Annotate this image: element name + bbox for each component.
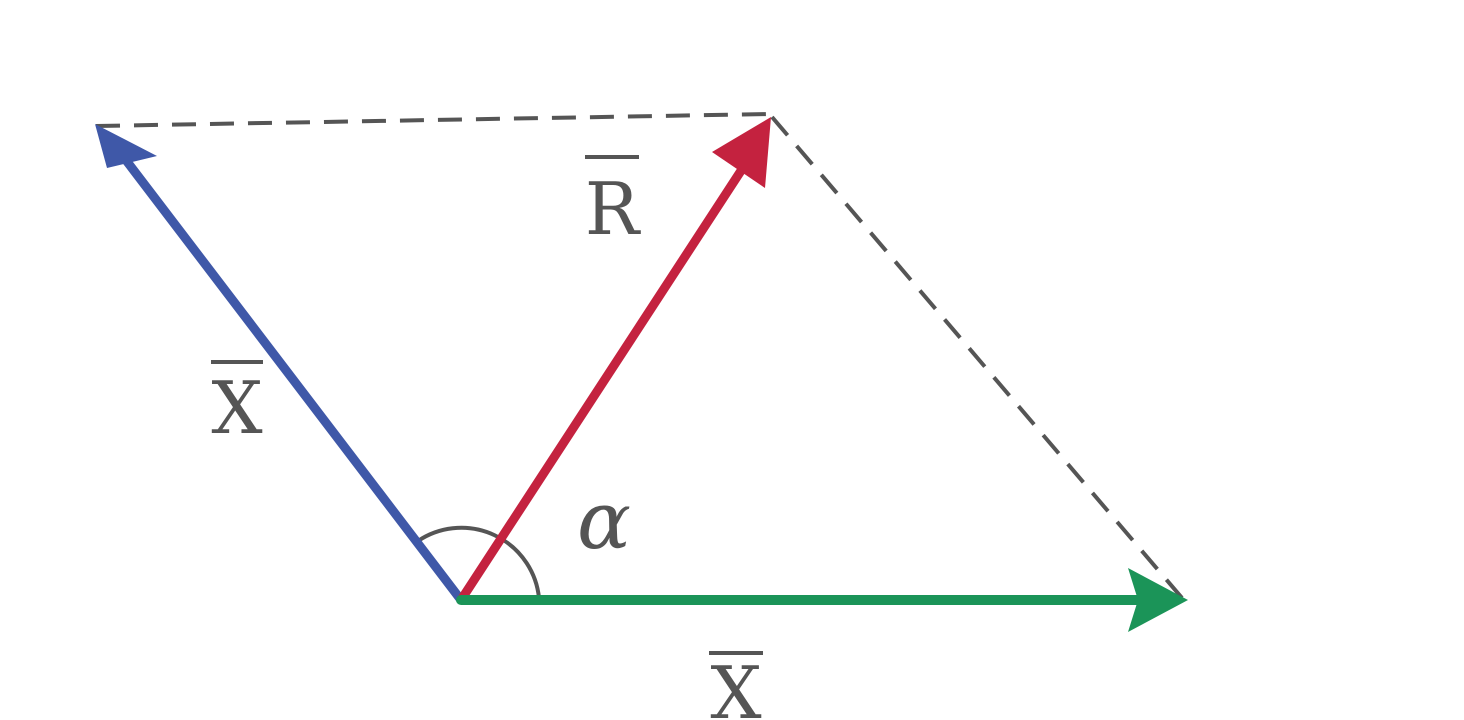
red-vector-label-text: R bbox=[585, 167, 641, 251]
angle-label: α bbox=[577, 474, 631, 567]
dashed-guide-top bbox=[95, 112, 771, 128]
green-vector-label: X bbox=[709, 651, 763, 720]
red-vector-label: R bbox=[585, 155, 641, 251]
red-vector-shaft bbox=[456, 155, 753, 605]
green-vector-arrowhead bbox=[1128, 568, 1188, 632]
red-vector-arrowhead bbox=[712, 117, 771, 188]
angle-arc bbox=[416, 525, 541, 599]
blue-vector-shaft bbox=[117, 150, 466, 605]
green-vector-label-text: X bbox=[710, 651, 761, 720]
blue-vector-label: X bbox=[211, 360, 263, 450]
blue-vector-label-text: X bbox=[211, 366, 262, 450]
dashed-guide-right bbox=[770, 115, 1184, 600]
blue-vector-arrowhead bbox=[95, 124, 157, 168]
